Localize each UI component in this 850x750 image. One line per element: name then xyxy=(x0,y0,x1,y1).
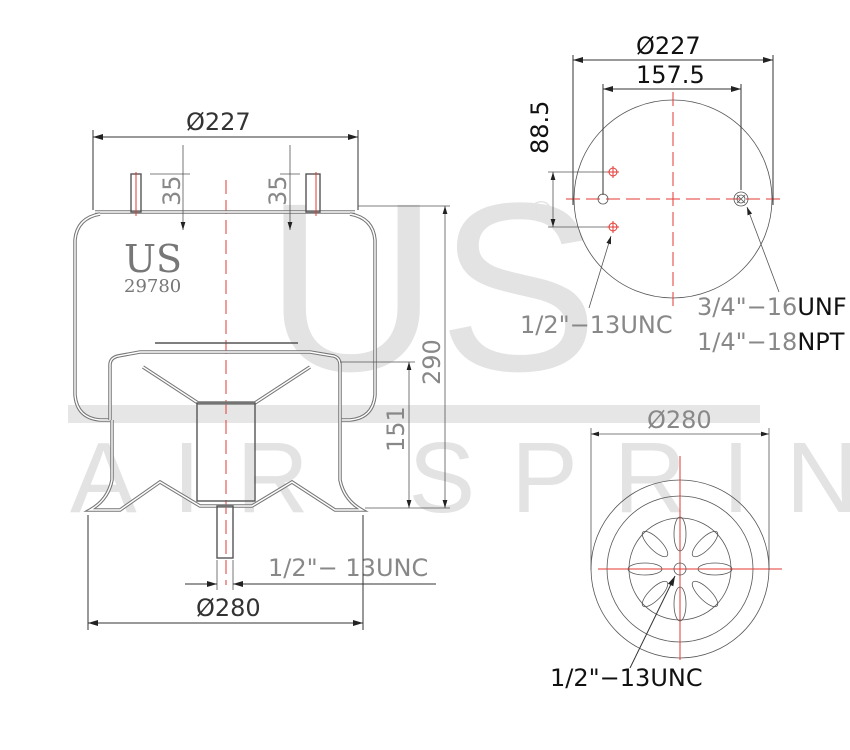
watermark-band xyxy=(68,405,760,423)
brand-label: US xyxy=(124,237,182,281)
watermark: US ® AIR SPRING xyxy=(68,153,850,534)
part-number: 29780 xyxy=(124,276,181,297)
bottom-stud-hole xyxy=(673,562,687,576)
bottom-stud-thread: 1/2"− 13UNC xyxy=(268,554,428,582)
right-air-fitting xyxy=(305,173,321,213)
offset-dimension: 88.5 xyxy=(526,101,554,154)
bottom-stud xyxy=(216,505,234,559)
top-outer-diameter: Ø227 xyxy=(636,32,701,60)
top-view: Ø227 157.5 88.5 1/2"−13UNC 3/4"−16UNF 1/… xyxy=(520,32,847,356)
right-stud-height: 35 xyxy=(264,175,292,206)
side-view: Ø227 35 35 US 29780 xyxy=(73,108,450,630)
top-right-callout-line2: 1/4"−18NPT xyxy=(697,328,845,356)
bottom-slots xyxy=(627,516,733,622)
side-top-diameter: Ø227 xyxy=(186,108,251,136)
bottom-view: Ø280 1/2"−13UNC xyxy=(550,406,782,692)
watermark-band-text: AIR SPRING xyxy=(70,422,850,534)
side-bottom-diameter: Ø280 xyxy=(196,594,261,622)
left-stud-height: 35 xyxy=(158,175,186,206)
registered-mark: ® xyxy=(530,196,552,229)
piston-height: 151 xyxy=(382,406,410,452)
bottom-callout: 1/2"−13UNC xyxy=(550,664,703,692)
top-left-callout: 1/2"−13UNC xyxy=(520,311,673,339)
stud-spacing: 157.5 xyxy=(636,61,705,89)
overall-height: 290 xyxy=(418,339,446,385)
bottom-outer-diameter: Ø280 xyxy=(647,406,712,434)
top-right-callout-line1: 3/4"−16UNF xyxy=(697,293,847,321)
left-stud-hole xyxy=(597,193,609,205)
air-fitting-hole xyxy=(733,191,749,207)
